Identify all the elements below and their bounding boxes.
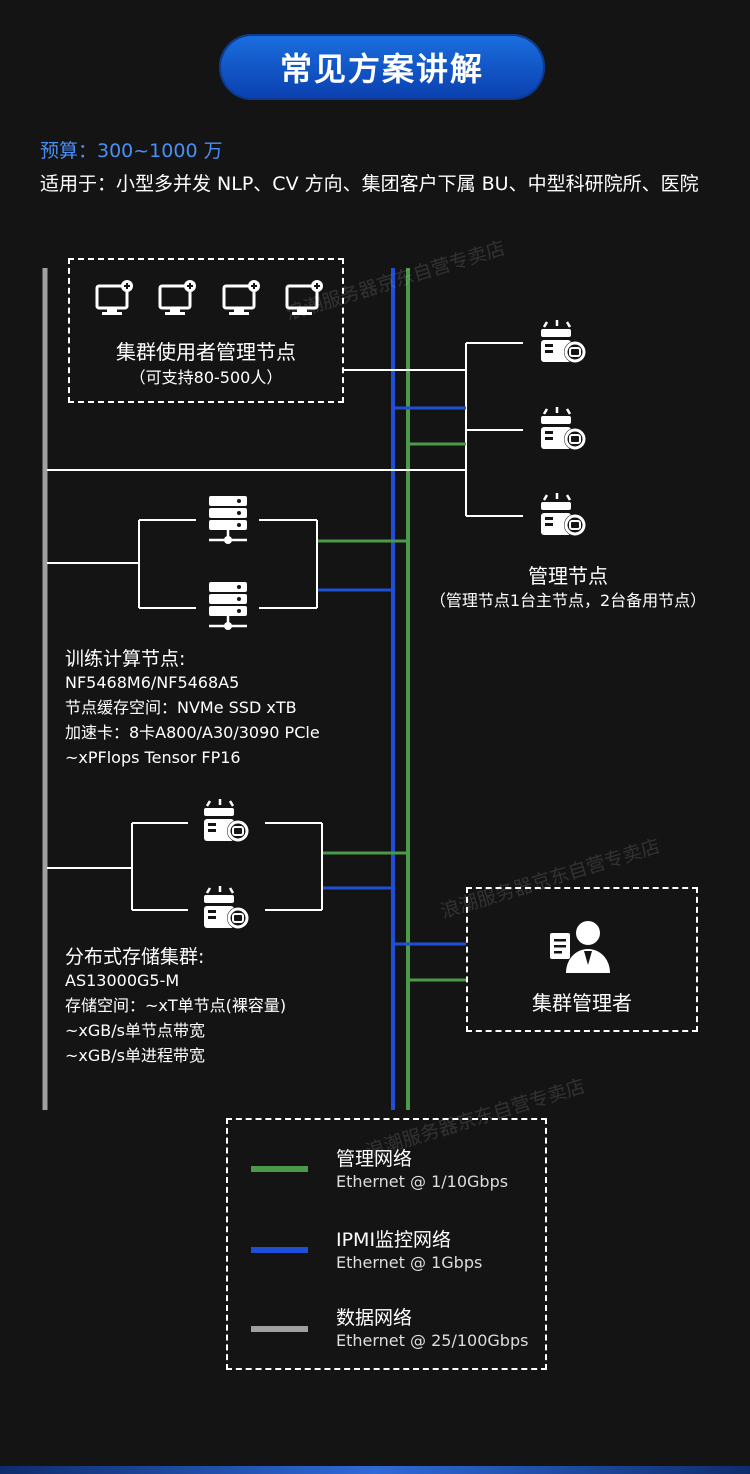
legend-sub-mgmt: Ethernet @ 1/10Gbps: [336, 1172, 509, 1191]
applies-text: 适用于：小型多并发 NLP、CV 方向、集团客户下属 BU、中型科研院所、医院: [40, 173, 699, 195]
budget-text: 预算：300~1000 万: [40, 140, 223, 162]
monitor-icon: [158, 280, 197, 315]
user-nodes-subtitle: （可支持80-500人）: [129, 368, 283, 387]
legend-swatch-data: [251, 1326, 308, 1332]
legend-title-data: 数据网络: [336, 1307, 413, 1329]
training-line: 加速卡：8卡A800/A30/3090 PCle: [65, 723, 320, 742]
server-robot-icon: [541, 493, 586, 536]
admin-person-icon: [550, 921, 610, 973]
training-line: ~xPFlops Tensor FP16: [65, 748, 241, 767]
legend-swatch-ipmi: [251, 1247, 308, 1253]
bottom-accent-bar: [0, 1466, 750, 1474]
storage-line: ~xGB/s单进程带宽: [65, 1046, 205, 1065]
legend-box: 管理网络 Ethernet @ 1/10Gbps IPMI监控网络 Ethern…: [226, 1118, 547, 1370]
storage-line: ~xGB/s单节点带宽: [65, 1021, 205, 1040]
user-nodes-box: 集群使用者管理节点 （可支持80-500人）: [68, 258, 344, 403]
server-robot-icon: [541, 407, 586, 450]
storage-lines: AS13000G5-M 存储空间：~xT单节点(裸容量) ~xGB/s单节点带宽…: [65, 968, 286, 1068]
monitor-row: [94, 278, 324, 322]
server-robot-icon: [204, 799, 249, 842]
user-nodes-title: 集群使用者管理节点: [116, 340, 296, 364]
monitor-icon: [222, 280, 260, 315]
legend-sub-ipmi: Ethernet @ 1Gbps: [336, 1253, 483, 1272]
server-robot-icon: [204, 886, 249, 929]
legend-sub-data: Ethernet @ 25/100Gbps: [336, 1331, 529, 1350]
mgmt-nodes-title: 管理节点: [528, 564, 608, 588]
page-title: 常见方案讲解: [219, 34, 545, 100]
rack-server-icon: [209, 496, 247, 544]
legend-swatch-mgmt: [251, 1166, 308, 1172]
storage-line: AS13000G5-M: [65, 971, 180, 990]
rack-server-icon: [209, 582, 247, 630]
server-robot-icon: [541, 320, 586, 363]
storage-title: 分布式存储集群:: [65, 946, 205, 968]
monitor-icon: [285, 280, 323, 315]
training-line: NF5468M6/NF5468A5: [65, 673, 240, 692]
training-line: 节点缓存空间：NVMe SSD xTB: [65, 698, 297, 717]
training-title: 训练计算节点:: [65, 648, 186, 670]
admin-box: 集群管理者: [466, 887, 698, 1032]
monitor-icon: [95, 280, 133, 315]
legend-title-ipmi: IPMI监控网络: [336, 1229, 452, 1251]
legend-title-mgmt: 管理网络: [336, 1148, 413, 1170]
training-lines: NF5468M6/NF5468A5 节点缓存空间：NVMe SSD xTB 加速…: [65, 670, 320, 770]
mgmt-nodes-subtitle: （管理节点1台主节点，2台备用节点）: [429, 591, 707, 610]
admin-title: 集群管理者: [532, 991, 632, 1015]
storage-line: 存储空间：~xT单节点(裸容量): [65, 996, 287, 1015]
